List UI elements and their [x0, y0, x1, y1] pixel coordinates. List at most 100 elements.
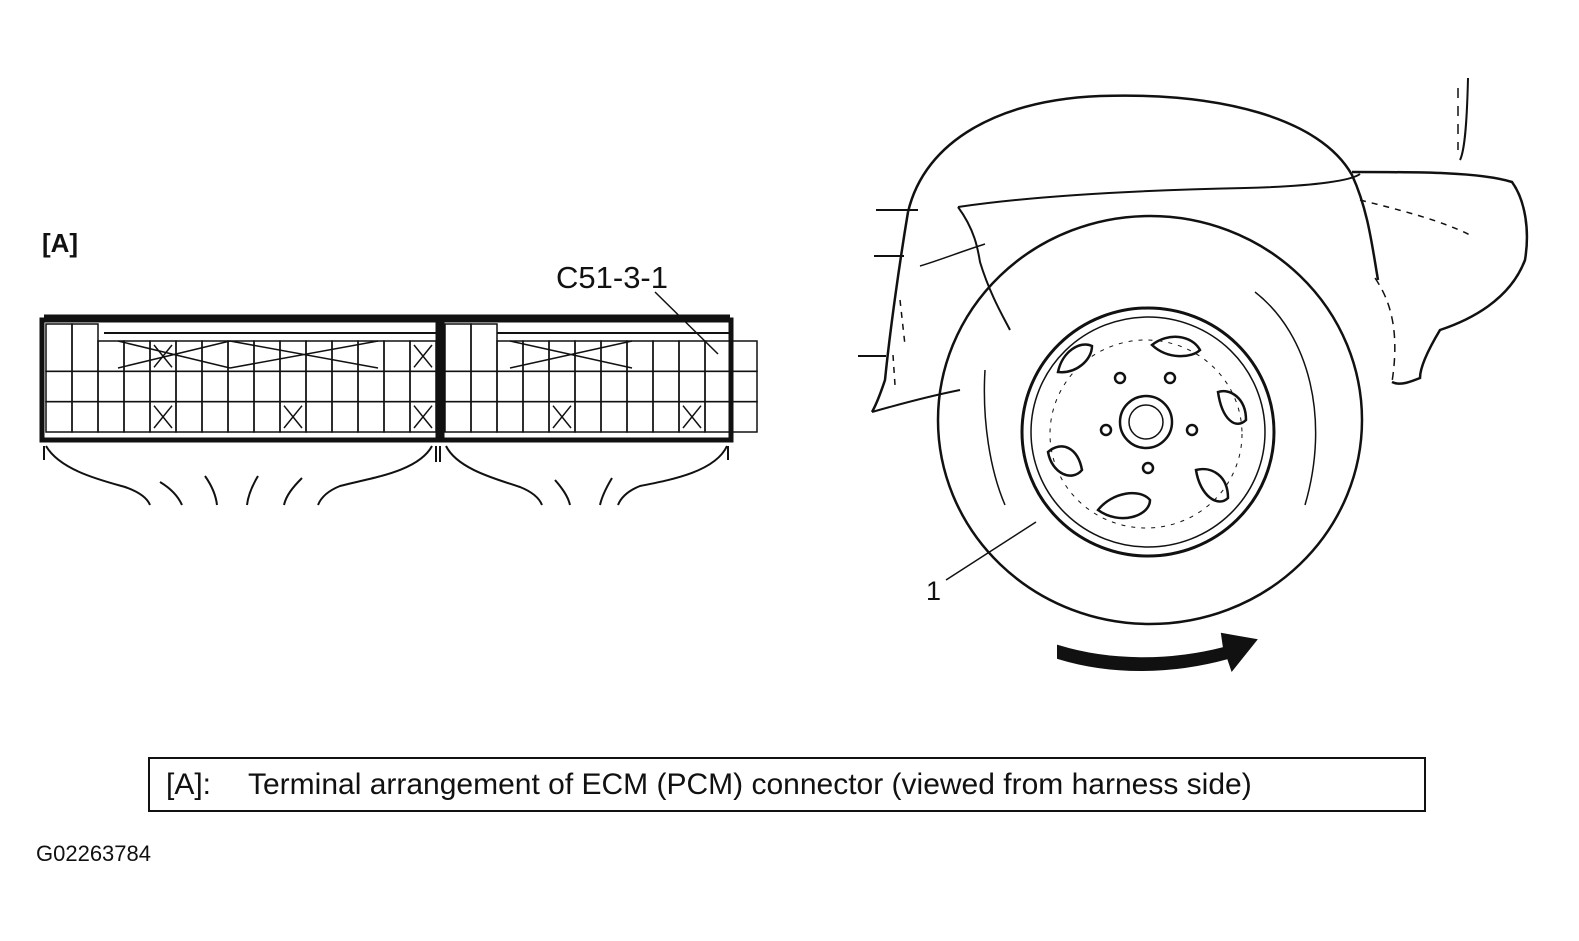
terminal-cell: [227, 370, 255, 403]
tire-outer: [936, 214, 1364, 626]
hub-outer: [1118, 394, 1174, 450]
wheelwell-dashed: [1374, 277, 1396, 383]
body-dashed-line: [1359, 199, 1471, 236]
terminal-cell: [201, 400, 229, 433]
blocked-terminal-mark: [153, 344, 173, 368]
terminal-cell: [357, 370, 385, 403]
terminal-cell: [71, 323, 99, 373]
lug-nut: [1099, 423, 1113, 437]
rim-window: [1150, 335, 1202, 358]
terminal-cell: [626, 370, 654, 403]
wheel-callout-label: 1: [926, 576, 942, 606]
terminal-cell: [331, 370, 359, 403]
terminal-cell: [444, 370, 472, 403]
terminal-cell: [227, 400, 255, 433]
lug-nut: [1163, 371, 1177, 385]
terminal-cell: [253, 370, 281, 403]
rim-window: [1194, 467, 1230, 503]
terminal-cell: [574, 400, 602, 433]
terminal-cell: [678, 340, 706, 373]
rim-window: [1096, 492, 1152, 520]
terminal-cell: [149, 370, 177, 403]
terminal-cell: [409, 370, 437, 403]
harness-left-outer: [45, 445, 151, 506]
harness-edges: [43, 446, 729, 462]
wheel-callout-leader: [945, 521, 1037, 581]
terminal-cell: [97, 400, 125, 433]
terminal-cell: [522, 400, 550, 433]
connector-id-leader: [654, 291, 719, 355]
terminal-cell: [470, 370, 498, 403]
terminal-cell: [730, 370, 758, 403]
terminal-cell: [383, 400, 411, 433]
harness-wire: [159, 481, 183, 506]
terminal-cell: [175, 400, 203, 433]
terminal-cell: [704, 400, 732, 433]
fender-arch: [906, 94, 1380, 281]
ecm-connector-drawing: [39, 291, 758, 506]
terminal-cell: [548, 370, 576, 403]
blocked-terminal-mark: [552, 405, 572, 429]
figure-id: G02263784: [36, 841, 151, 866]
terminal-cell: [600, 400, 628, 433]
terminal-cell: [383, 370, 411, 403]
fender-bottom-lip: [871, 389, 961, 413]
terminal-cell: [383, 340, 411, 373]
rim-window: [1056, 343, 1094, 374]
harness-wire: [283, 477, 303, 506]
tire-sidewall-highlight-left: [983, 369, 1006, 506]
terminal-cell: [496, 370, 524, 403]
rim-outer: [1020, 306, 1276, 558]
harness-wire: [204, 475, 218, 506]
lug-nut: [1141, 461, 1155, 475]
terminal-cell: [123, 370, 151, 403]
terminal-cell: [470, 323, 498, 373]
terminal-cell: [496, 400, 524, 433]
terminal-cell: [97, 370, 125, 403]
terminal-cell: [253, 400, 281, 433]
terminal-cell: [331, 400, 359, 433]
terminal-cell: [175, 370, 203, 403]
terminal-cell: [71, 370, 99, 403]
terminal-cell: [227, 340, 255, 373]
terminal-cell: [470, 400, 498, 433]
terminal-cell: [409, 400, 437, 433]
terminal-cell: [496, 340, 524, 373]
fender-inner-edge: [957, 173, 1361, 208]
connector-left-housing: [39, 317, 441, 443]
terminal-cell: [600, 370, 628, 403]
terminal-cell: [357, 400, 385, 433]
terminal-cell: [678, 370, 706, 403]
terminal-cell: [652, 340, 680, 373]
fender-front-edge: [870, 211, 910, 413]
rotation-arrow: [1057, 632, 1258, 673]
rim-window: [1216, 389, 1248, 426]
lug-nut: [1113, 371, 1127, 385]
connector-id-label: C51-3-1: [556, 260, 668, 295]
harness-right-outer-right: [617, 445, 728, 506]
lug-nut: [1185, 423, 1199, 437]
harness-wire: [246, 475, 259, 506]
blocked-terminal-mark: [283, 405, 303, 429]
fender-liner-left: [957, 206, 1011, 331]
harness-wire: [599, 477, 613, 506]
terminal-cell: [305, 400, 333, 433]
view-key-label: [A]: [42, 228, 79, 258]
legend-text: Terminal arrangement of ECM (PCM) connec…: [248, 768, 1252, 801]
terminal-cell: [279, 370, 307, 403]
terminal-grid-left: [45, 323, 437, 433]
rear-bumper-outline: [1351, 170, 1529, 385]
fender-dashed-edge: [892, 299, 906, 386]
rear-pillar: [1459, 77, 1469, 161]
terminal-cell: [574, 370, 602, 403]
terminal-cell: [652, 400, 680, 433]
terminal-cell: [704, 370, 732, 403]
wheel-and-fender-drawing: [858, 77, 1529, 673]
tire-sidewall-highlight: [1254, 291, 1317, 506]
terminal-cell: [626, 340, 654, 373]
terminal-cell: [45, 323, 73, 373]
terminal-cell: [45, 370, 73, 403]
fender-crease: [919, 243, 986, 267]
